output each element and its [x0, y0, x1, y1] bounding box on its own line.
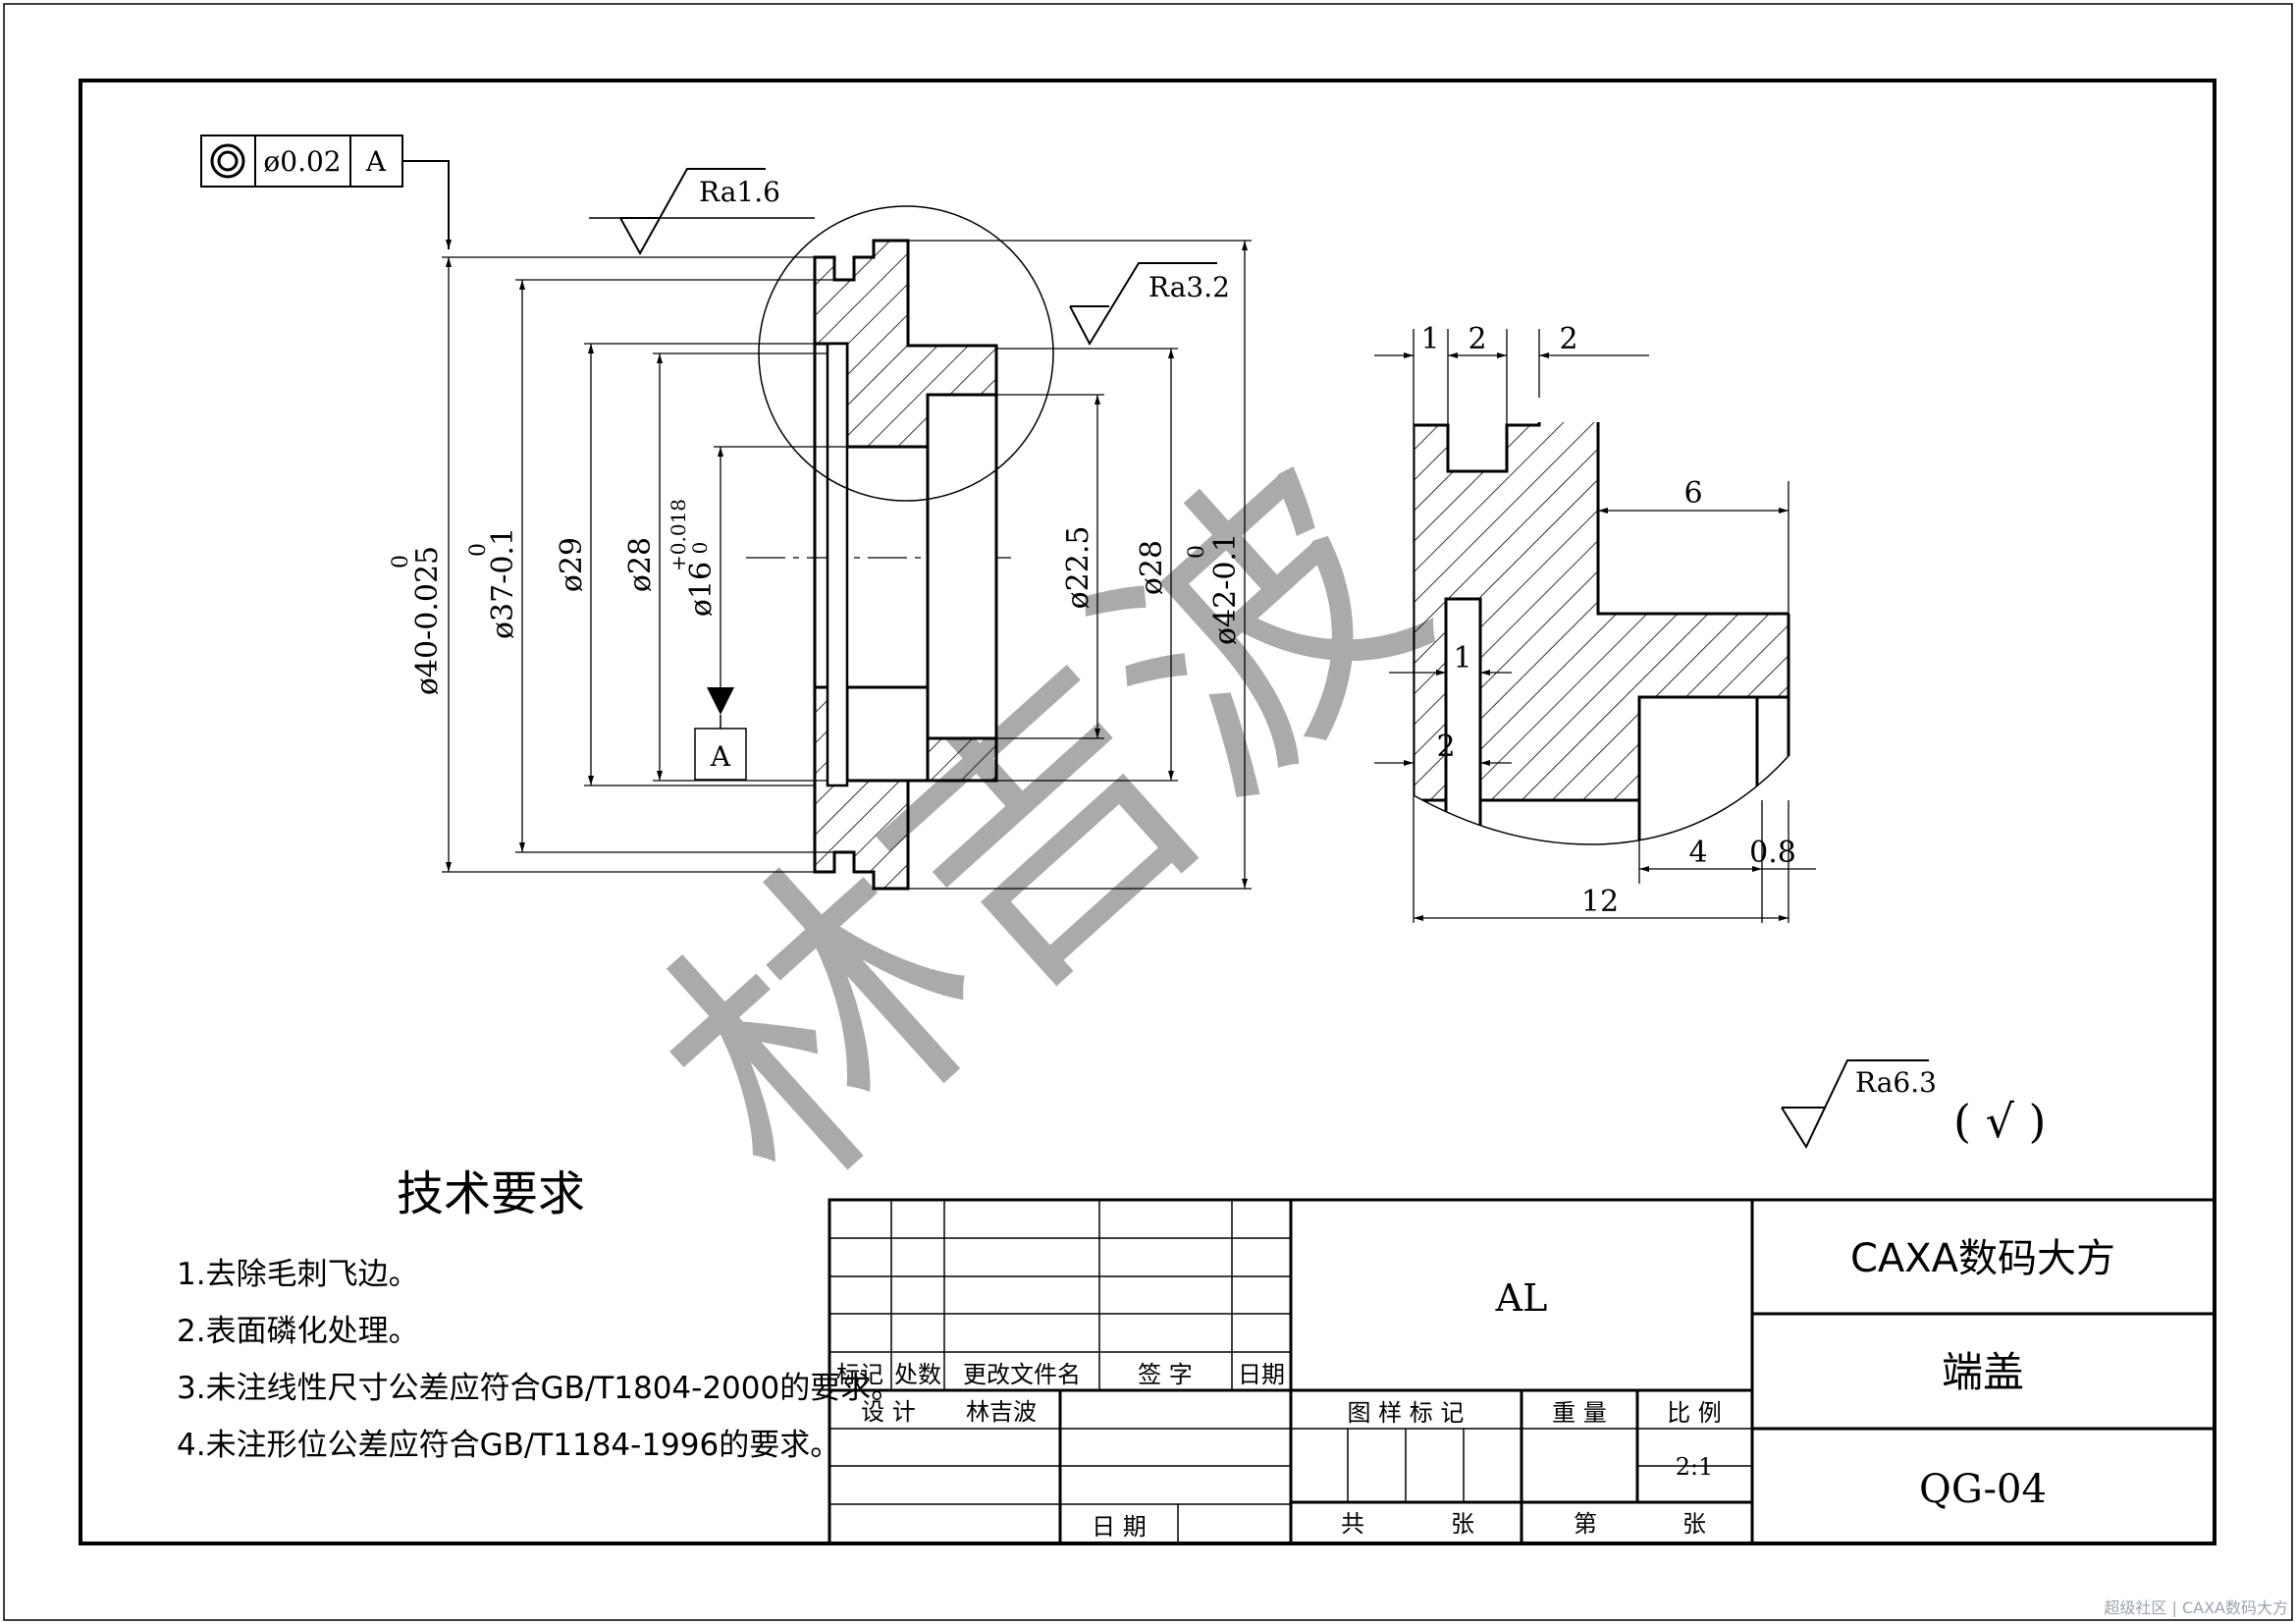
dim-d29: ø29: [555, 537, 589, 592]
date-label: 日 期: [1092, 1513, 1147, 1541]
title-block: [828, 1198, 2216, 1545]
outer-border: [3, 3, 2293, 1621]
dim-w6: 6: [1683, 476, 1702, 511]
main-dimensions: [442, 240, 1252, 890]
sheets-label: 张: [1451, 1510, 1474, 1538]
dim-d16: ø16: [684, 562, 719, 617]
tech-req-item: 1.去除毛刺飞边。: [177, 1257, 419, 1292]
technical-requirements: 技术要求 1.去除毛刺飞边。 2.表面磷化处理。 3.未注线性尺寸公差应符合GB…: [177, 1166, 901, 1463]
dim-d22-5: ø22.5: [1061, 526, 1095, 610]
total-label: 共: [1341, 1510, 1364, 1538]
scale-label: 比 例: [1667, 1399, 1722, 1427]
dim-d40: ø40-0.025: [410, 546, 445, 695]
roughness-ra16: Ra1.6: [589, 168, 815, 256]
watermark-text: 林吉波: [599, 405, 1484, 1251]
sheet-no-label: 第: [1574, 1510, 1597, 1538]
dim-d28-right: ø28: [1135, 540, 1169, 595]
drawing-number: QG-04: [1919, 1467, 2047, 1512]
gdt-datum: A: [365, 145, 387, 178]
tech-req-title: 技术要求: [397, 1166, 585, 1221]
main-section-view: [746, 205, 1054, 891]
ra63-label: Ra6.3: [1855, 1066, 1937, 1099]
dim-d16-lower: 0: [688, 542, 712, 555]
dim-w2b: 2: [1436, 730, 1455, 764]
watermark: 林吉波: [599, 405, 1484, 1251]
tech-req-item: 3.未注线性尺寸公差应符合GB/T1804-2000的要求。: [177, 1371, 901, 1406]
dim-w3: 2: [1559, 322, 1577, 356]
dim-d28-left: ø28: [623, 537, 658, 592]
ra16-label: Ra1.6: [699, 176, 780, 208]
detail-dimension-texts: 1 2 2 6 1 2 4 0.8 12: [1420, 322, 1795, 919]
scale-value: 2:1: [1676, 1453, 1714, 1481]
roughness-ra63: Ra6.3 ( √ ): [1781, 1059, 2046, 1150]
weight-label: 重 量: [1552, 1399, 1607, 1427]
dim-d16-upper: +0.018: [667, 499, 690, 571]
detail-dimensions: [1374, 329, 1816, 923]
main-dimension-texts: ø40-0.025 0 ø37-0.1 0 ø29 ø28 ø16 +0.018…: [389, 499, 1243, 695]
dim-w1: 1: [1420, 322, 1439, 356]
tech-req-item: 2.表面磷化处理。: [177, 1314, 419, 1349]
design-label: 设 计: [861, 1398, 916, 1426]
sheet-unit-label: 张: [1682, 1510, 1706, 1538]
material: AL: [1495, 1276, 1548, 1320]
ra32-label: Ra3.2: [1148, 271, 1230, 303]
roughness-ra32: Ra3.2: [1069, 262, 1230, 347]
dim-w4: 4: [1688, 836, 1707, 870]
dim-w2: 2: [1468, 322, 1486, 356]
dim-d40-upper: 0: [389, 555, 413, 568]
dim-d37-upper: 0: [466, 543, 491, 557]
designer-name: 林吉波: [966, 1398, 1037, 1426]
tech-req-item: 4.未注形位公差应符合GB/T1184-1996的要求。: [177, 1428, 840, 1463]
header-date: 日期: [1238, 1361, 1285, 1388]
gdt-tolerance: ø0.02: [263, 145, 341, 178]
dim-d42: ø42-0.1: [1208, 533, 1243, 645]
sample-mark-label: 图 样 标 记: [1348, 1399, 1465, 1427]
company-name: CAXA数码大方: [1850, 1236, 2115, 1281]
detail-view: [1413, 422, 1790, 845]
dim-d37: ø37-0.1: [486, 527, 520, 639]
datum-feature: A: [694, 687, 747, 781]
dim-w1b: 1: [1453, 641, 1471, 676]
header-sign: 签 字: [1138, 1361, 1193, 1388]
dim-w08: 0.8: [1749, 836, 1796, 870]
dim-w12: 12: [1581, 885, 1619, 919]
part-name: 端盖: [1942, 1348, 2024, 1396]
gdt-frame: ø0.02 A: [200, 135, 452, 249]
footer-brand: 超级社区 | CAXA数码大方: [2104, 1598, 2288, 1617]
general-roughness-mark: ( √ ): [1953, 1095, 2046, 1148]
dim-d42-upper: 0: [1185, 545, 1209, 559]
title-block-texts: AL CAXA数码大方 端盖 QG-04 标记 处数 更改文件名 签 字 日期 …: [836, 1236, 2115, 1541]
header-mark: 标记: [836, 1361, 883, 1388]
header-count: 处数: [894, 1361, 941, 1388]
concentricity-icon: [210, 143, 245, 179]
header-doc: 更改文件名: [963, 1361, 1081, 1388]
datum-label: A: [710, 740, 731, 773]
